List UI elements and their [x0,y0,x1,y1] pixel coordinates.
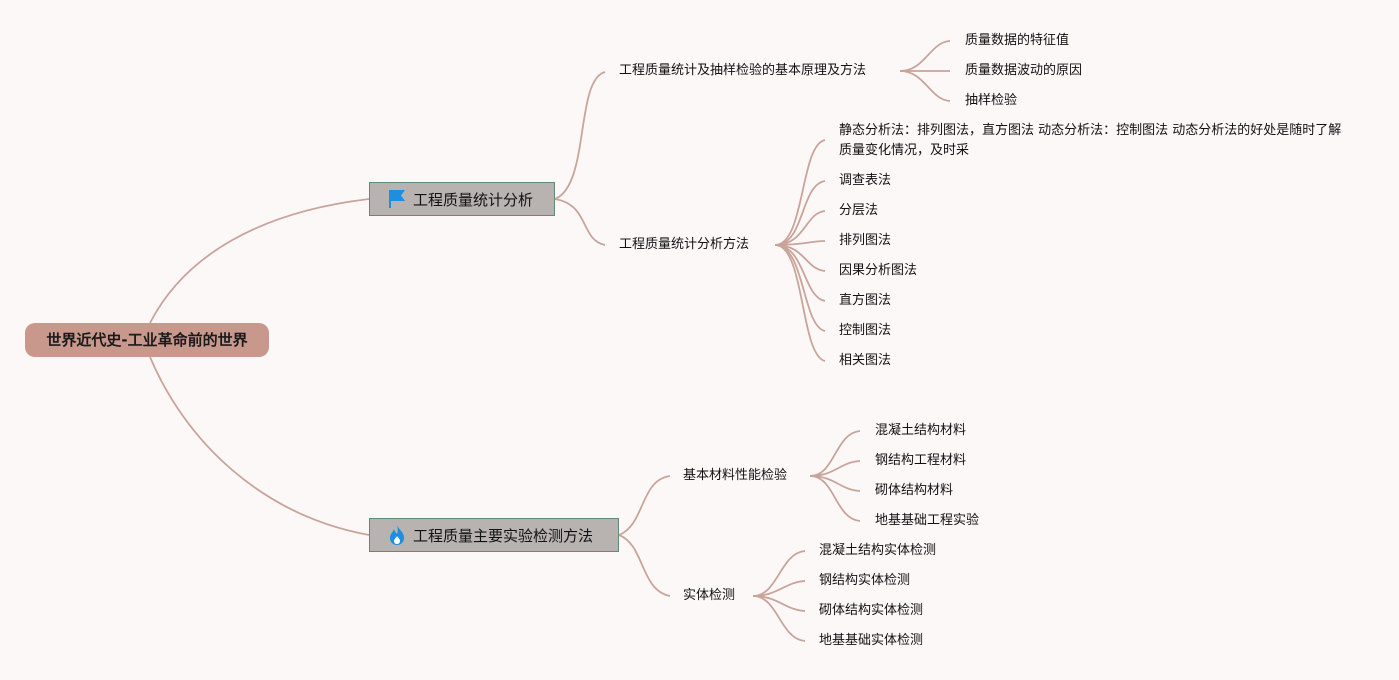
flag-icon [386,188,408,210]
subtopic-material-testing[interactable]: 基本材料性能检验 [683,468,788,483]
connector-b1-s2 [554,198,606,246]
leaf-topic[interactable]: 混凝土结构实体检测 [819,543,937,558]
connector-root-branch-1 [149,198,370,324]
leaf-topic[interactable]: 相关图法 [839,353,892,368]
connector-b1s2-l1 [774,139,826,246]
leaf-topic[interactable]: 直方图法 [839,293,892,308]
leaf-topic[interactable]: 钢结构工程材料 [875,453,967,468]
main-topic-testing-methods[interactable]: 工程质量主要实验检测方法 [369,518,619,552]
flame-icon [386,524,408,546]
leaf-topic[interactable]: 质量数据波动的原因 [965,63,1083,78]
connector-b1s2-l2 [774,180,826,246]
leaf-topic[interactable]: 分层法 [839,203,879,218]
connector-b1-s1 [554,71,606,200]
main-topic-statistics[interactable]: 工程质量统计分析 [369,182,555,216]
connector-b2s2-l4 [752,595,806,642]
leaf-topic[interactable]: 地基基础实体检测 [819,633,924,648]
connector-b1s1-l3 [899,70,951,102]
connector-root-branch-2 [149,356,370,536]
subtopic-statistical-methods[interactable]: 工程质量统计分析方法 [619,237,750,252]
leaf-topic[interactable]: 地基基础工程实验 [875,513,980,528]
main-topic-label: 工程质量统计分析 [413,190,534,209]
connector-b1s2-l8 [774,244,826,362]
leaf-topic[interactable]: 因果分析图法 [839,263,918,278]
subtopic-sampling-principles[interactable]: 工程质量统计及抽样检验的基本原理及方法 [619,63,867,78]
subtopic-entity-testing[interactable]: 实体检测 [683,588,736,603]
root-topic[interactable]: 世界近代史-工业革命前的世界 [25,323,269,357]
leaf-topic[interactable]: 质量数据的特征值 [965,33,1070,48]
connector-b2-s2 [618,534,671,597]
connector-b2-s1 [618,475,671,536]
leaf-topic[interactable]: 抽样检验 [965,93,1018,108]
leaf-topic[interactable]: 静态分析法：排列图法，直方图法 动态分析法：控制图法 动态分析法的好处是随时了解… [839,123,1342,158]
leaf-topic[interactable]: 混凝土结构材料 [875,423,967,438]
main-topic-label: 工程质量主要实验检测方法 [413,526,594,545]
leaf-topic[interactable]: 排列图法 [839,233,892,248]
connector-b2s1-l4 [809,475,861,522]
connector-b1s2-l3 [774,210,826,246]
leaf-topic[interactable]: 钢结构实体检测 [819,573,911,588]
leaf-topic[interactable]: 调查表法 [839,173,892,188]
leaf-topic[interactable]: 砌体结构实体检测 [819,603,924,618]
connector-b1s1-l1 [899,40,951,72]
leaf-topic[interactable]: 砌体结构材料 [875,483,954,498]
leaf-topic[interactable]: 控制图法 [839,323,892,338]
